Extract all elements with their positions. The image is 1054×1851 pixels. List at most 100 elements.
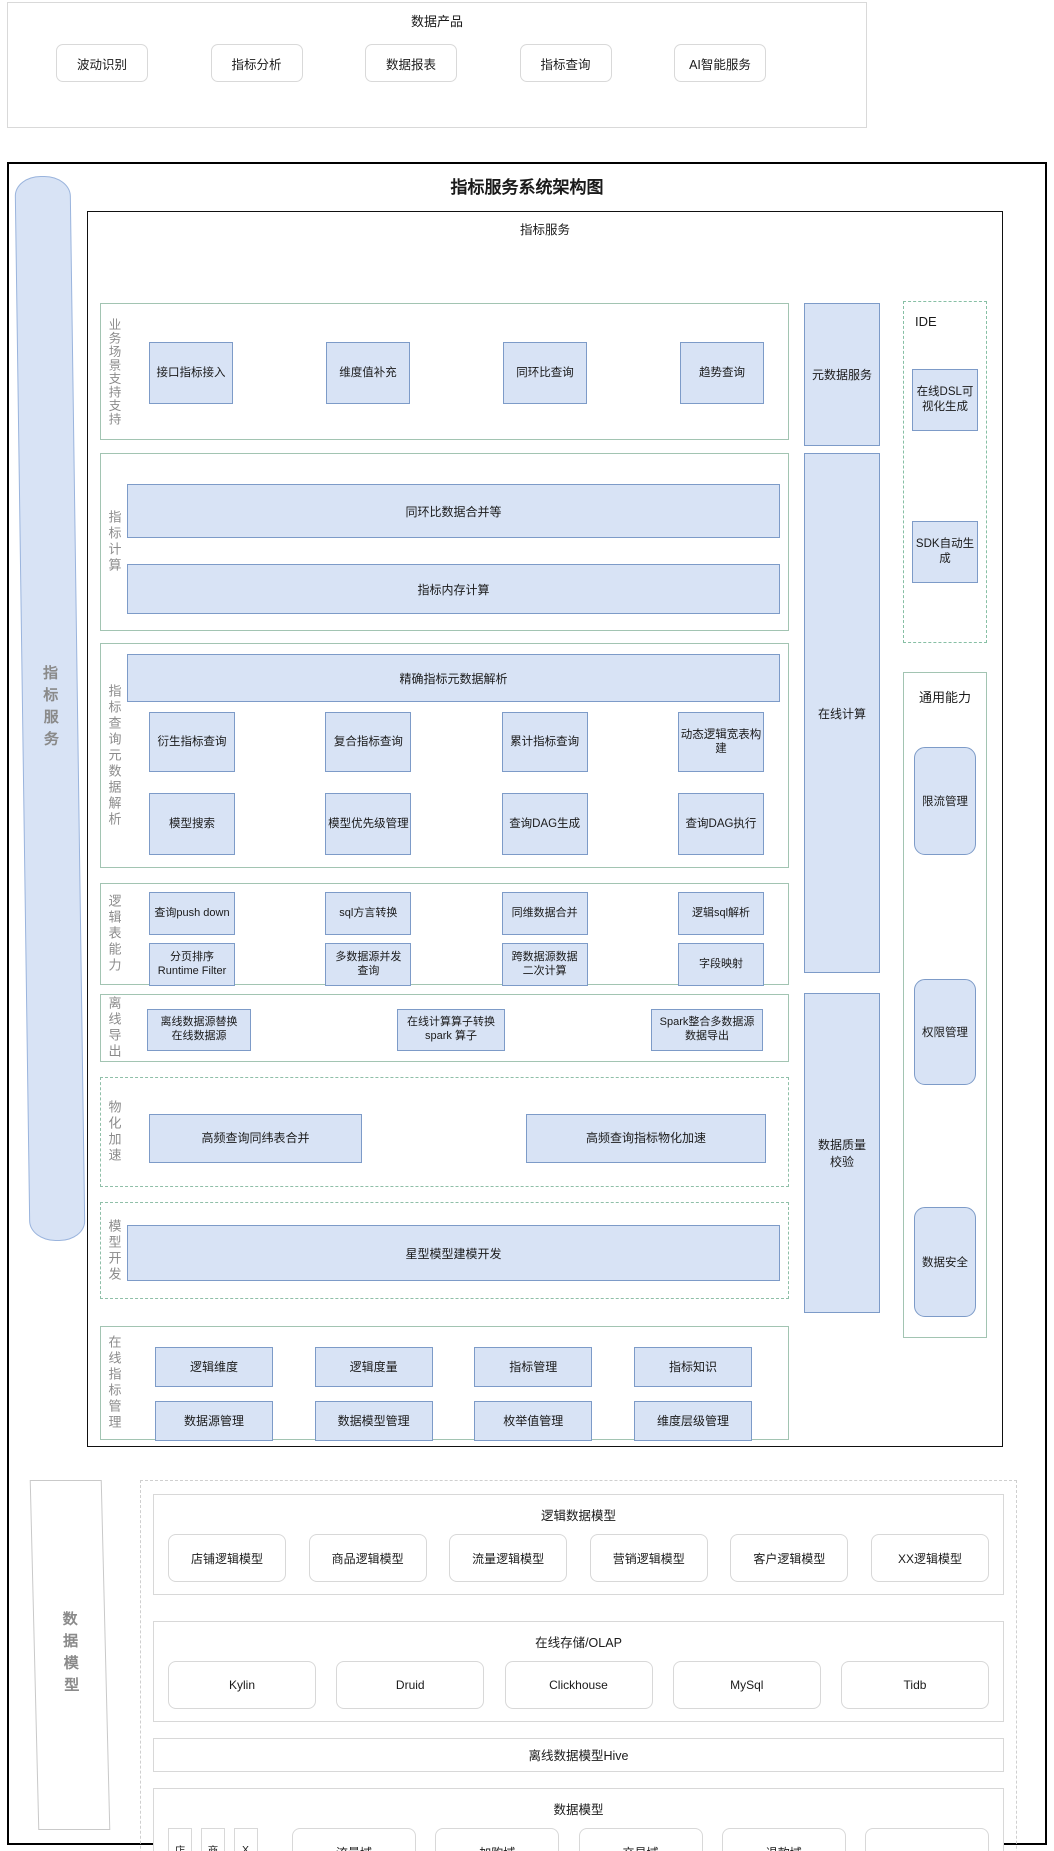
section-body: 接口指标接入维度值补充同环比查询趋势查询 (127, 304, 788, 439)
feature-box: 累计指标查询 (501, 712, 588, 772)
feature-row: 逻辑维度逻辑度量指标管理指标知识 (127, 1347, 788, 1387)
section-body: 高频查询同纬表合并 高频查询指标物化加速 (127, 1078, 788, 1186)
metadata-service-pillar: 元数据服务 (804, 303, 880, 446)
feature-box: sql方言转换 (325, 892, 412, 935)
data-quality-check-pillar: 数据质量 校验 (804, 993, 880, 1313)
domain-item: 退款域 (721, 1828, 846, 1851)
metric-service-panel: 指标服务 业务场景支持支持 接口指标接入维度值补充同环比查询趋势查询 指标计算 (87, 211, 1003, 1447)
storage-engine-item: Druid (336, 1661, 485, 1709)
online-computation-pillar: 在线计算 (804, 453, 880, 973)
sections-column: 业务场景支持支持 接口指标接入维度值补充同环比查询趋势查询 指标计算 同环比数据… (100, 238, 789, 1441)
feature-row: 高频查询同纬表合并 高频查询指标物化加速 (127, 1114, 788, 1163)
feature-box: 字段映射 (677, 943, 764, 986)
feature-box: 查询DAG执行 (677, 793, 764, 855)
feature-box: 维度值补充 (326, 342, 410, 404)
data-model-group: 数据模型 店铺维度商品维度 XX维度 流量域加购域交易域退款域... (153, 1788, 1004, 1851)
data-products-title: 数据产品 (410, 14, 463, 29)
section-body: 星型模型建模开发 (127, 1203, 788, 1298)
data-model-group-title: 数据模型 (553, 1803, 604, 1817)
section-business-scenarios-label: 业务场景支持支持 (106, 317, 121, 426)
feature-box: 离线数据源替换 在线数据源 (147, 1009, 251, 1051)
section-label-wrap: 业务场景支持支持 (101, 304, 127, 439)
product-item: 波动识别 (56, 44, 148, 82)
logical-model-item: 客户逻辑模型 (730, 1534, 849, 1582)
dimension-box: 商品维度 (201, 1828, 225, 1851)
section-label-wrap: 模型开发 (101, 1203, 127, 1298)
feature-bar: 精确指标元数据解析 (127, 654, 780, 702)
logical-data-model-title: 逻辑数据模型 (540, 1509, 616, 1523)
feature-box: 逻辑维度 (155, 1347, 273, 1387)
feature-box: 高频查询同纬表合并 (149, 1114, 362, 1163)
logical-model-item: 流量逻辑模型 (449, 1534, 568, 1582)
section-online-metric-management: 在线指标管理 逻辑维度逻辑度量指标管理指标知识 数据源管理数据模型管理枚举值管理… (100, 1326, 789, 1441)
feature-box: 指标管理 (474, 1347, 593, 1387)
dimension-boxes: 店铺维度商品维度 XX维度 (168, 1828, 258, 1851)
dimension-box: XX维度 (234, 1828, 258, 1851)
ide-panel: IDE 在线DSL可视化生成 SDK自动生成 (903, 301, 987, 643)
section-body: 逻辑维度逻辑度量指标管理指标知识 数据源管理数据模型管理枚举值管理维度层级管理 (127, 1327, 788, 1441)
section-logical-table-capability-label: 逻辑表能力 (106, 894, 122, 974)
section-query-metadata-parsing: 指标查询元数据解析 精确指标元数据解析 衍生指标查询 复合指标查询 累计指标查询 动态… (100, 643, 789, 868)
section-label-wrap: 指标计算 (101, 454, 127, 630)
rate-limiting-item: 限流管理 (914, 747, 976, 855)
offline-hive-group: 离线数据模型Hive (153, 1738, 1004, 1772)
section-materialized-acceleration-label: 物化加速 (106, 1100, 122, 1164)
feature-box: 跨数据源数据 二次计算 (501, 943, 588, 986)
section-offline-export-label: 离线导出 (106, 996, 122, 1060)
common-capabilities-label: 通用能力 (918, 690, 971, 705)
section-model-development: 模型开发 星型模型建模开发 (100, 1202, 789, 1299)
feature-box: 同环比查询 (503, 342, 587, 404)
feature-box: 查询push down (149, 892, 235, 935)
feature-box: 指标知识 (633, 1347, 752, 1387)
feature-row: 数据源管理数据模型管理枚举值管理维度层级管理 (127, 1401, 788, 1441)
logical-model-item: 商品逻辑模型 (308, 1534, 427, 1582)
feature-box: 分页排序 Runtime Filter (149, 943, 235, 986)
data-model-group-row: 店铺维度商品维度 XX维度 流量域加购域交易域退款域... (168, 1828, 989, 1851)
section-model-development-label: 模型开发 (106, 1218, 122, 1283)
data-model-lane: 数据模型 (29, 1480, 111, 1830)
metric-service-lane: 指标服务 (14, 176, 86, 1241)
storage-engine-item: MySql (672, 1661, 821, 1709)
domain-item: 流量域 (292, 1828, 416, 1851)
logical-model-item: 营销逻辑模型 (589, 1534, 708, 1582)
section-label-wrap: 离线导出 (101, 995, 127, 1061)
domain-item: 交易域 (578, 1828, 703, 1851)
domain-item: ... (865, 1828, 989, 1851)
domain-boxes: 流量域加购域交易域退款域... (292, 1828, 989, 1851)
feature-box: 数据源管理 (155, 1401, 273, 1441)
ide-item-dsl-generation: 在线DSL可视化生成 (912, 369, 978, 431)
offline-hive-title: 离线数据模型Hive (528, 1749, 629, 1763)
section-query-metadata-parsing-label: 指标查询元数据解析 (106, 683, 122, 828)
storage-engine-item: Kylin (168, 1661, 316, 1709)
metric-service-panel-body: 业务场景支持支持 接口指标接入维度值补充同环比查询趋势查询 指标计算 同环比数据… (88, 238, 1002, 1441)
metric-service-panel-title: 指标服务 (519, 223, 570, 237)
dimension-box: 店铺维度 (168, 1828, 192, 1851)
feature-box: Spark整合多数据源 数据导出 (651, 1009, 763, 1051)
product-item: AI智能服务 (674, 44, 766, 82)
product-item: 指标分析 (210, 44, 303, 82)
feature-box: 衍生指标查询 (149, 712, 235, 772)
logical-model-item: XX逻辑模型 (870, 1534, 989, 1582)
data-model-lane-label: 数据模型 (60, 1611, 80, 1699)
section-metric-computation-label: 指标计算 (106, 510, 122, 574)
section-body: 同环比数据合并等 指标内存计算 (127, 454, 788, 630)
architecture-main-row: 指标服务 指标服务 业务场景支持支持 接口指标接入维度值补充同环比查询趋势查询 … (9, 176, 1045, 1447)
permission-management-item: 权限管理 (914, 979, 976, 1085)
feature-box: 复合指标查询 (325, 712, 412, 772)
feature-box: 逻辑sql解析 (677, 892, 764, 935)
data-security-item: 数据安全 (914, 1207, 976, 1317)
feature-box: 动态逻辑宽表构建 (677, 712, 764, 772)
domain-item: 加购域 (435, 1828, 560, 1851)
feature-box: 枚举值管理 (474, 1401, 593, 1441)
page-title: 指标服务系统架构图 (450, 178, 604, 197)
section-online-metric-management-label: 在线指标管理 (106, 1335, 122, 1431)
feature-box: 高频查询指标物化加速 (526, 1114, 766, 1163)
